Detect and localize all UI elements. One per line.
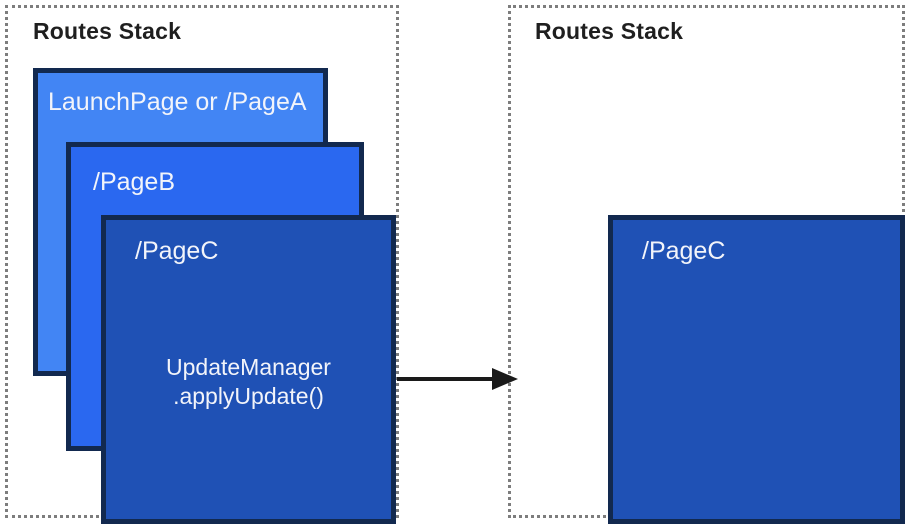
transition-arrow-icon (397, 368, 518, 390)
route-card-label: /PageB (93, 168, 176, 196)
route-card-label: LaunchPage or /PageA (48, 88, 307, 116)
panel-title-before: Routes Stack (33, 18, 182, 44)
route-card-pagec-after[interactable]: /PageC (608, 215, 905, 524)
route-card-label: /PageC (642, 237, 726, 265)
panel-title-after: Routes Stack (535, 18, 684, 44)
route-card-label: /PageC (135, 237, 219, 265)
route-card-pagec-before[interactable]: /PageC UpdateManager .applyUpdate() (101, 215, 396, 524)
route-card-note-update-manager: UpdateManager .applyUpdate() (166, 354, 331, 410)
